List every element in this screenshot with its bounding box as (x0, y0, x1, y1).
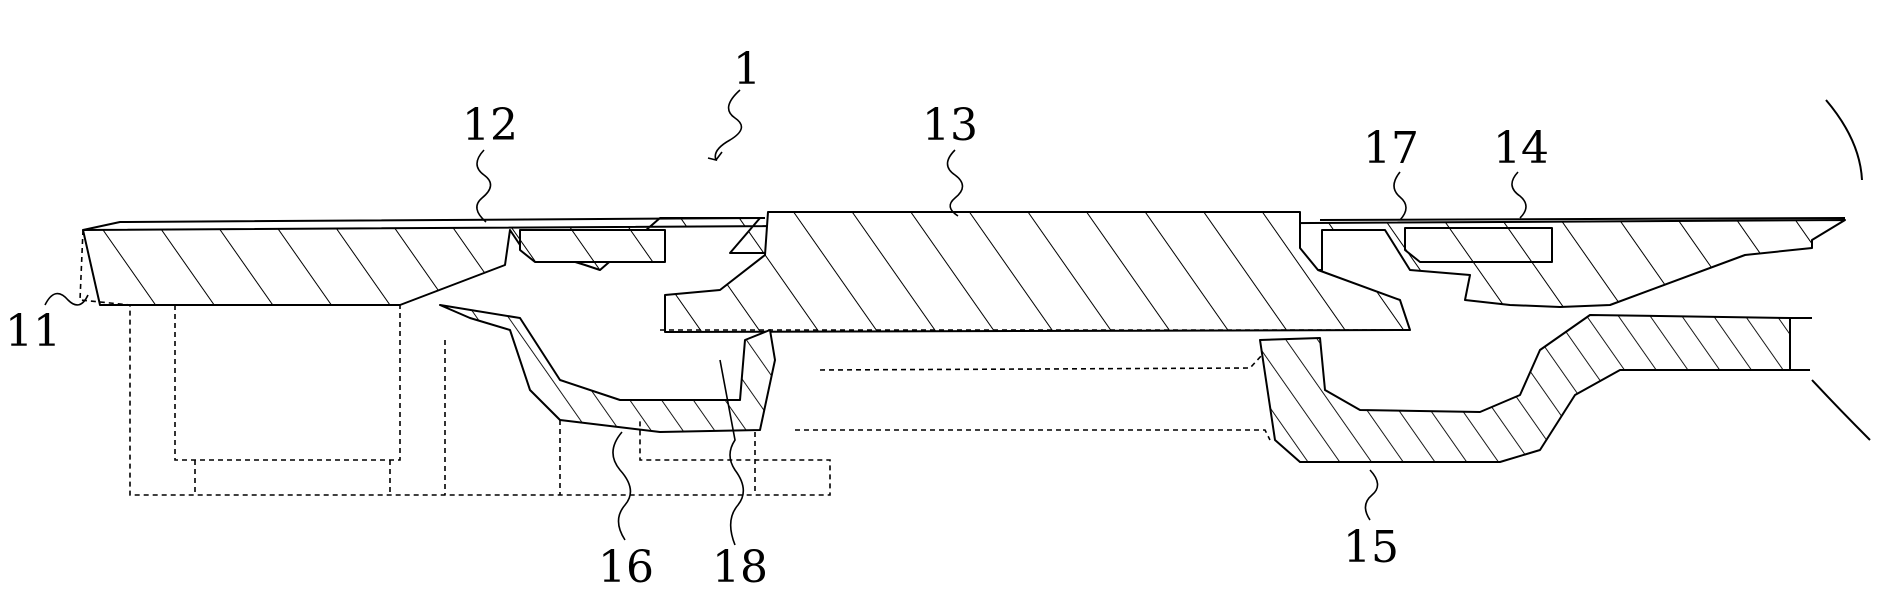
part-13-central-block (665, 212, 1410, 332)
leader-16 (613, 432, 630, 540)
leader-11 (45, 294, 88, 305)
label-ref-1: 1 (733, 44, 761, 95)
label-ref-15: 15 (1343, 522, 1399, 573)
label-ref-11: 11 (5, 306, 61, 357)
break-line-right (1812, 100, 1870, 440)
label-ref-18: 18 (712, 542, 768, 593)
part-15-right-bracket (1260, 315, 1790, 462)
label-ref-14: 14 (1493, 123, 1549, 174)
leader-15 (1365, 470, 1377, 520)
label-ref-12: 12 (462, 100, 518, 151)
leader-12 (477, 150, 491, 222)
right-edge-line (1790, 318, 1812, 370)
leader-18 (720, 360, 743, 545)
leader-14 (1512, 172, 1526, 218)
leader-13 (948, 150, 963, 216)
left-recess-block (520, 230, 665, 262)
label-ref-16: 16 (598, 542, 654, 593)
leader-17 (1394, 172, 1406, 220)
label-ref-13: 13 (922, 100, 978, 151)
part-14-right-recess-block (1405, 228, 1552, 262)
label-ref-17: 17 (1363, 123, 1419, 174)
leader-1 (708, 90, 741, 160)
